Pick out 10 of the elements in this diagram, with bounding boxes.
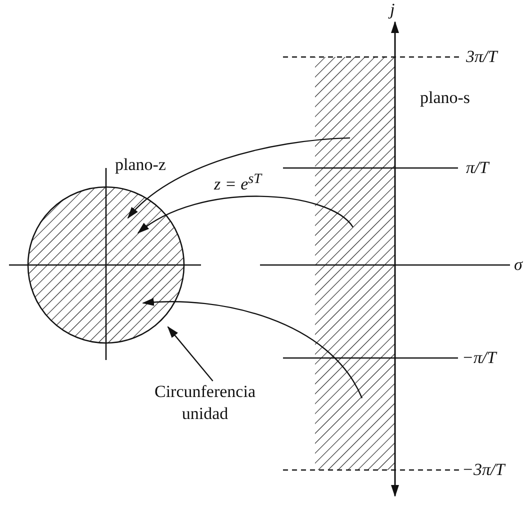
hatched-unit-disk: [27, 186, 185, 344]
mapping-arrow: [142, 298, 363, 398]
mapping-arrow: [137, 196, 354, 234]
hatched-strip: [315, 57, 395, 470]
plane-label: plano-z: [115, 156, 166, 174]
leader-line: [167, 326, 214, 382]
caption-text: Circunferencia unidad: [140, 381, 270, 425]
mapping-arrow: [127, 137, 350, 219]
axis-label: j: [390, 1, 395, 19]
plane-label: plano-s: [420, 89, 470, 107]
